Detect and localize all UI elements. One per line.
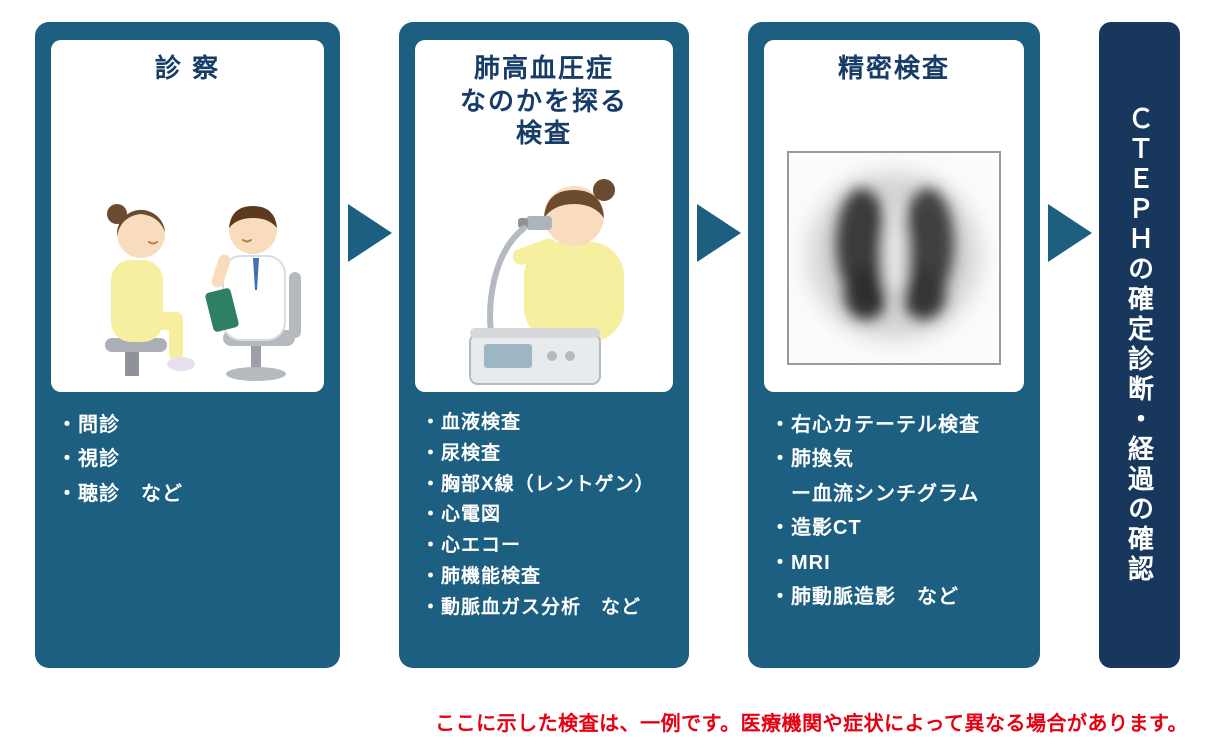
footnote-disclaimer: ここに示した検査は、一例です。医療機関や症状によって異なる場合があります。 xyxy=(435,713,1188,735)
list-item: ・肺機能検査 xyxy=(421,565,542,587)
list-item: ・心電図 xyxy=(421,504,502,526)
panel-screening-tests: 肺高血圧症 なのかを探る 検査 xyxy=(399,22,689,668)
doctor-patient-svg xyxy=(104,204,301,381)
list-item: ・胸部X線（レントゲン） xyxy=(421,473,655,495)
list-item: ・右心カテーテル検査 xyxy=(770,414,980,436)
list-item: ・視診 xyxy=(57,448,120,471)
detailed-item-list: ・右心カテーテル検査 ・肺換気 ー血流シンチグラム ・造影CT ・MRI ・肺動… xyxy=(764,392,1024,614)
list-item: ・血液検査 xyxy=(421,412,522,433)
list-item: ・問診 xyxy=(57,414,120,436)
panel-examination: 診 察 xyxy=(35,22,340,668)
list-item: ・動脈血ガス分析 など xyxy=(421,596,642,618)
diagnostic-flow-diagram: 診 察 xyxy=(35,22,1180,668)
flow-gap xyxy=(689,22,748,262)
flow-arrow-icon xyxy=(1047,204,1092,262)
examination-card: 診 察 xyxy=(51,40,324,392)
screening-item-list: ・血液検査 ・尿検査 ・胸部X線（レントゲン） ・心電図 ・心エコー ・肺機能検… xyxy=(415,392,673,623)
panel-final-diagnosis: ＣＴＥＰＨの確定診断・経過の確認 xyxy=(1099,22,1180,668)
detailed-card: 精密検査 xyxy=(764,40,1024,392)
lung-scintigram-image xyxy=(764,85,1024,393)
spirometry-svg xyxy=(469,179,624,385)
doctor-patient-illustration xyxy=(51,85,324,393)
flow-arrow-icon xyxy=(347,204,392,262)
flow-gap xyxy=(340,22,399,262)
list-item: ・造影CT xyxy=(770,517,862,540)
list-item: ・肺動脈造影 など xyxy=(770,585,959,608)
panel-title: 診 察 xyxy=(154,53,221,83)
list-item: ・MRI xyxy=(770,551,831,574)
panel-title: 肺高血圧症 なのかを探る 検査 xyxy=(459,53,628,148)
examination-item-list: ・問診 ・視診 ・聴診 など xyxy=(51,392,324,511)
flow-gap xyxy=(1040,22,1099,262)
list-item: ・心エコー xyxy=(421,535,522,557)
panel-title: 精密検査 xyxy=(837,53,950,83)
list-item: ・肺換気 xyxy=(770,448,854,471)
list-item: ー血流シンチグラム xyxy=(770,482,980,505)
list-item: ・聴診 など xyxy=(57,482,183,505)
screening-card: 肺高血圧症 なのかを探る 検査 xyxy=(415,40,673,392)
final-diagnosis-title: ＣＴＥＰＨの確定診断・経過の確認 xyxy=(1124,105,1155,585)
panel-detailed-tests: 精密検査 xyxy=(748,22,1040,668)
spirometry-illustration xyxy=(415,150,673,393)
lung-scan-svg xyxy=(787,151,1001,365)
flow-arrow-icon xyxy=(696,204,741,262)
list-item: ・尿検査 xyxy=(421,442,502,464)
